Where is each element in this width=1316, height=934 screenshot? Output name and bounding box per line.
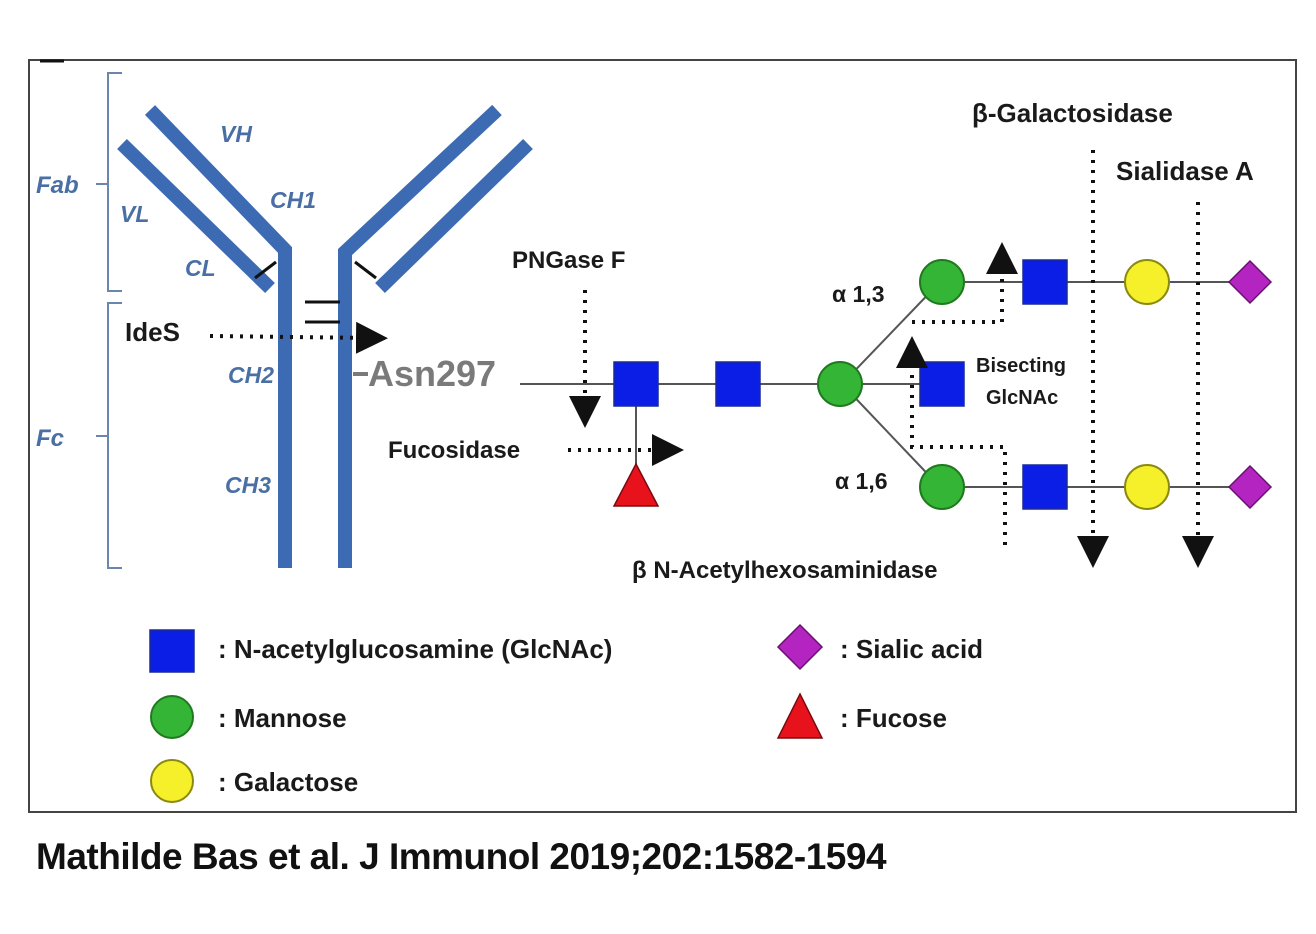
linkage-13-label: α 1,3 [832,281,885,307]
fc-bracket [96,302,122,569]
cl-label: CL [185,255,216,281]
vl-label: VL [120,201,149,227]
galactosidase-label: β-Galactosidase [972,98,1173,128]
legend-fucose-label: : Fucose [840,703,947,733]
galactose-upper [1124,259,1170,305]
left-light-chain [117,138,275,294]
right-light-chain [375,138,533,294]
legend-glcnac-label: : N-acetylglucosamine (GlcNAc) [218,634,612,664]
ch3-label: CH3 [225,472,271,498]
legend-mannose-label: : Mannose [218,703,347,733]
legend: : N-acetylglucosamine (GlcNAc) : Mannose… [149,623,983,803]
legend-galactose-label: : Galactose [218,767,358,797]
fab-label: Fab [36,172,79,199]
legend-sialic-acid-icon [776,623,824,671]
sialidase-label: Sialidase A [1116,156,1254,186]
left-heavy-chain [144,105,292,568]
ch2-label: CH2 [228,362,274,388]
sialic-acid-upper [1227,259,1273,305]
right-heavy-chain [338,104,502,568]
citation: Mathilde Bas et al. J Immunol 2019;202:1… [36,836,887,877]
hexosaminidase-arrows [896,242,1018,545]
mannose-a16 [919,464,965,510]
ides-arrow [209,321,388,354]
ch1-label: CH1 [270,187,316,213]
antibody-structure [117,104,533,568]
linkage-16-label: α 1,6 [835,468,888,494]
fucose-core [612,462,660,507]
legend-galactose-icon [150,759,194,803]
mannose-a13 [919,259,965,305]
hexosaminidase-label: β N-Acetylhexosaminidase [632,557,937,584]
glcnac-core-2 [715,361,761,407]
fab-bracket [96,72,122,292]
bisecting-label-line2: GlcNAc [986,387,1058,409]
glcnac-bisecting [919,361,965,407]
glcnac-core-1 [613,361,659,407]
glcnac-lower [1022,464,1068,510]
sialic-acid-lower [1227,464,1273,510]
fucosidase-label: Fucosidase [388,437,520,464]
mannose-core [817,361,863,407]
legend-sialic-acid-label: : Sialic acid [840,634,983,664]
legend-fucose-icon [776,692,824,739]
galactose-lower [1124,464,1170,510]
asn297-label: Asn297 [368,353,496,394]
glcnac-upper [1022,259,1068,305]
vh-label: VH [220,121,252,147]
fc-label: Fc [36,425,64,452]
ides-label: IdeS [125,317,180,347]
disulfide-bonds [254,260,377,324]
legend-mannose-icon [150,695,194,739]
legend-glcnac-icon [149,629,195,673]
bisecting-label-line1: Bisecting [976,355,1066,377]
pngase-label: PNGase F [512,247,625,274]
